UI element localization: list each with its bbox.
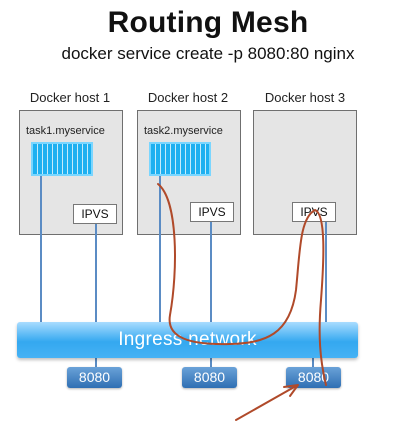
port-box-host-2: 8080 bbox=[182, 367, 237, 388]
port-box-host-3: 8080 bbox=[286, 367, 341, 388]
arrow-head-icon bbox=[283, 384, 299, 397]
command-subtitle: docker service create -p 8080:80 nginx bbox=[61, 44, 355, 63]
host-2-ipvs-link bbox=[210, 220, 212, 322]
host-1-ipvs-link bbox=[95, 222, 97, 322]
port-box-host-1: 8080 bbox=[67, 367, 122, 388]
diagram-title: Routing Mesh bbox=[107, 6, 309, 39]
port-3-link bbox=[312, 358, 314, 367]
host-2-label: Docker host 2 bbox=[147, 90, 229, 105]
host-1-container-link bbox=[40, 176, 42, 322]
host-1-label: Docker host 1 bbox=[29, 90, 111, 105]
host-3-ipvs-link bbox=[325, 220, 327, 322]
task-1-label: task1.myservice bbox=[26, 125, 105, 137]
port-1-link bbox=[95, 358, 97, 367]
incoming-request-arrow bbox=[235, 385, 297, 421]
host-2-container-link bbox=[159, 176, 161, 322]
ipvs-box-host-1: IPVS bbox=[73, 204, 117, 224]
host-3-label: Docker host 3 bbox=[264, 90, 346, 105]
route-path-line bbox=[157, 183, 327, 386]
container-icon bbox=[31, 142, 93, 176]
task-2-label: task2.myservice bbox=[144, 125, 223, 137]
container-icon bbox=[149, 142, 211, 176]
port-2-link bbox=[210, 358, 212, 367]
ipvs-box-host-2: IPVS bbox=[190, 202, 234, 222]
ipvs-box-host-3: IPVS bbox=[292, 202, 336, 222]
